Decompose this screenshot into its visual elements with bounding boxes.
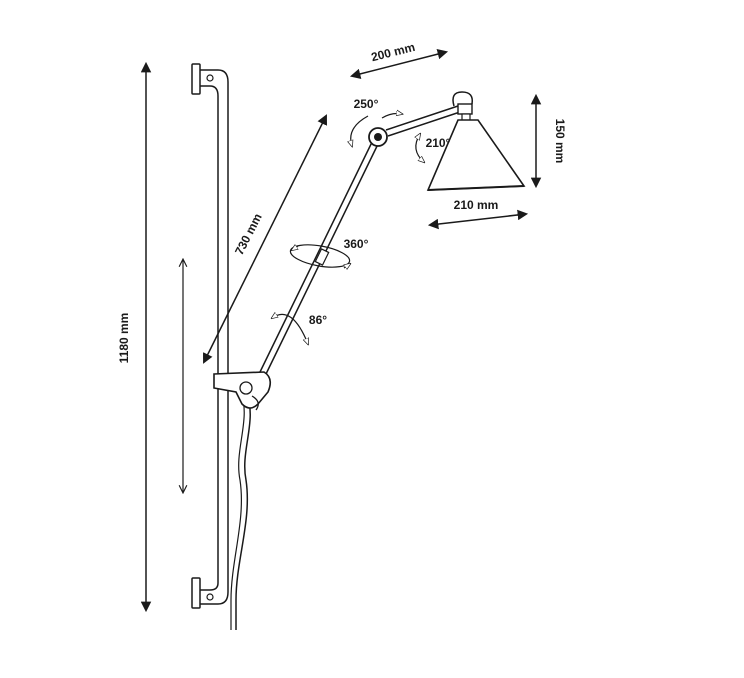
rail-clamp: [213, 371, 272, 411]
top-rail-curve-outer: [200, 69, 229, 94]
upper-arm: [385, 91, 474, 137]
bottom-rail-curve-inner: [200, 582, 219, 591]
elbow-rotation-label: 250°: [354, 97, 379, 111]
shade-tilt-indicator: 210°: [416, 134, 451, 162]
upper-arm-dimension: 200 mm: [349, 40, 449, 80]
total-height-label: 1180 mm: [117, 313, 131, 364]
bottom-rail-curve-outer: [200, 585, 229, 605]
total-height-dimension: 1180 mm: [117, 61, 152, 613]
power-cable: [235, 391, 251, 630]
base-tilt-indicator: 86°: [272, 313, 327, 344]
bottom-wall-bracket: [191, 577, 201, 609]
shade-height-label: 150 mm: [553, 119, 567, 164]
top-wall-bracket: [191, 63, 201, 95]
top-rail-curve-inner: [200, 85, 219, 97]
shade-width-label: 210 mm: [454, 198, 499, 212]
power-cable-edge: [230, 391, 245, 630]
arm-length-dimension: 730 mm: [203, 114, 327, 364]
arm-swivel-label: 360°: [344, 237, 369, 251]
wall-rail: [191, 63, 229, 609]
shade-width-dimension: 210 mm: [427, 198, 529, 230]
main-arm: [259, 137, 381, 375]
top-bracket-screw: [206, 74, 214, 82]
elbow-joint: [368, 127, 388, 147]
shade-height-dimension: 150 mm: [530, 93, 567, 189]
base-tilt-label: 86°: [309, 313, 327, 327]
arm-swivel-indicator: 360°: [289, 237, 369, 271]
lamp-shade: [426, 119, 526, 191]
elbow-rotation-indicator: 250°: [351, 97, 402, 146]
bottom-bracket-screw: [206, 593, 214, 601]
shade-tilt-label: 210°: [426, 136, 451, 150]
